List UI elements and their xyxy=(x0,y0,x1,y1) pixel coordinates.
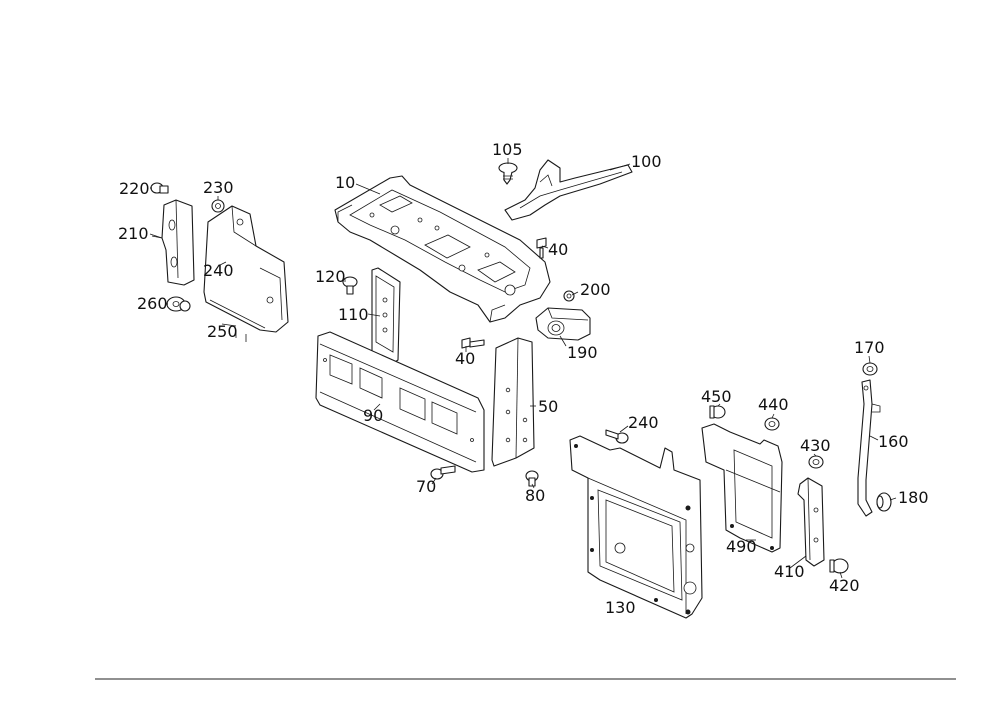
part-260-grommet xyxy=(166,296,191,312)
part-50-vertical-post xyxy=(491,337,535,467)
part-230-nut xyxy=(211,199,225,213)
callout-40-lower: 40 xyxy=(455,349,475,368)
part-190-mount-block xyxy=(535,307,591,341)
part-100-bracket-arm xyxy=(504,159,633,221)
part-10-upper-crossmember xyxy=(334,175,551,323)
callout-240-left: 240 xyxy=(203,261,234,280)
part-40-bolt-upper xyxy=(536,237,547,259)
callout-70: 70 xyxy=(416,477,436,496)
part-430-nut xyxy=(808,455,824,469)
part-110-vertical-plate xyxy=(371,267,401,365)
callout-50: 50 xyxy=(538,397,558,416)
callout-220: 220 xyxy=(119,179,150,198)
callout-440: 440 xyxy=(758,395,789,414)
part-130-radiator-frame xyxy=(569,435,703,619)
part-80-bolt xyxy=(525,470,539,487)
part-170-nut xyxy=(862,362,878,376)
callout-250: 250 xyxy=(207,322,238,341)
callout-40-upper: 40 xyxy=(548,240,568,259)
part-450-bolt xyxy=(709,405,726,419)
callout-130: 130 xyxy=(605,598,636,617)
callout-10: 10 xyxy=(335,173,355,192)
part-420-bolt xyxy=(829,558,849,574)
part-40-bolt-lower xyxy=(461,337,485,349)
callout-100: 100 xyxy=(631,152,662,171)
callout-490: 490 xyxy=(726,537,757,556)
callout-120: 120 xyxy=(315,267,346,286)
callout-210: 210 xyxy=(118,224,149,243)
callout-90: 90 xyxy=(363,406,383,425)
leader-lines xyxy=(149,158,897,579)
callout-260: 260 xyxy=(137,294,168,313)
part-120-bolt xyxy=(342,276,358,295)
callout-110: 110 xyxy=(338,305,369,324)
callout-420: 420 xyxy=(829,576,860,595)
callout-labels: 10 100 105 40 120 110 200 190 40 90 50 7… xyxy=(118,140,929,617)
callout-190: 190 xyxy=(567,343,598,362)
callout-430: 430 xyxy=(800,436,831,455)
part-200-nut xyxy=(563,290,575,302)
part-220-bolt xyxy=(150,182,169,194)
callout-160: 160 xyxy=(878,432,909,451)
callout-105: 105 xyxy=(492,140,523,159)
part-440-nut xyxy=(764,417,780,431)
callout-230: 230 xyxy=(203,178,234,197)
callout-200: 200 xyxy=(580,280,611,299)
callout-450: 450 xyxy=(701,387,732,406)
callout-80: 80 xyxy=(525,486,545,505)
part-250-side-panel xyxy=(203,205,289,342)
callout-180: 180 xyxy=(898,488,929,507)
part-105-clip xyxy=(498,162,518,185)
callout-170: 170 xyxy=(854,338,885,357)
part-210-bracket xyxy=(151,199,195,286)
part-90-lower-crossbar xyxy=(315,331,485,473)
part-70-bolt xyxy=(430,465,456,480)
callout-240-right: 240 xyxy=(628,413,659,432)
part-490-frame xyxy=(701,423,783,553)
part-180-washer xyxy=(876,492,892,512)
part-160-stay-rod xyxy=(857,379,881,517)
part-410-bracket xyxy=(797,477,825,567)
callout-410: 410 xyxy=(774,562,805,581)
part-240-bolt-right xyxy=(605,429,629,444)
